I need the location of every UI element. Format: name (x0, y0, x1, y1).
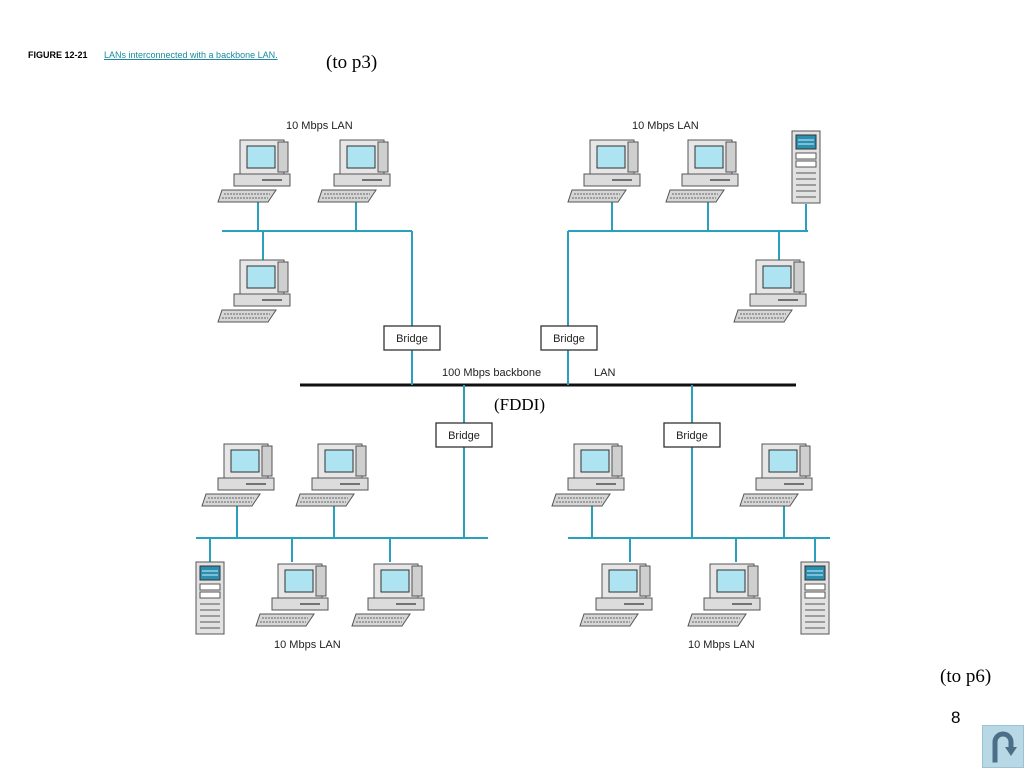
lan-label-top-right: 10 Mbps LAN (632, 120, 699, 132)
fddi-label: (FDDI) (494, 395, 545, 414)
desktop-computer-icon (567, 139, 641, 203)
desktop-computer-icon (351, 563, 425, 627)
lan-bottom-right-wiring (568, 385, 830, 562)
figure-label: FIGURE 12-21 (28, 50, 88, 60)
bridge-top-right-label: Bridge (553, 333, 585, 345)
desktop-computer-icon (295, 443, 369, 507)
lan-top-left-wiring (222, 200, 413, 385)
u-turn-return-icon (992, 731, 1017, 763)
bridge-bottom-left: Bridge (435, 422, 493, 448)
desktop-computer-icon (739, 443, 813, 507)
bridge-top-right: Bridge (540, 325, 598, 351)
bridge-bottom-right: Bridge (663, 422, 721, 448)
lan-label-bottom-right: 10 Mbps LAN (688, 639, 755, 651)
bridge-top-left-label: Bridge (396, 333, 428, 345)
bridge-top-left: Bridge (383, 325, 441, 351)
desktop-computer-icon (217, 139, 291, 203)
desktop-computer-icon (255, 563, 329, 627)
desktop-computer-icon (217, 259, 291, 323)
link-to-p6[interactable]: (to p6) (940, 666, 992, 687)
desktop-computer-icon (733, 259, 807, 323)
desktop-computer-icon (665, 139, 739, 203)
return-button[interactable] (982, 725, 1024, 768)
page-number: 8 (951, 708, 961, 727)
desktop-computer-icon (317, 139, 391, 203)
server-tower-icon (800, 561, 830, 635)
link-to-p3[interactable]: (to p3) (326, 52, 378, 73)
server-tower-icon (195, 561, 225, 635)
figure-caption-link[interactable]: LANs interconnected with a backbone LAN. (104, 50, 278, 60)
desktop-computer-icon (687, 563, 761, 627)
lan-top-right-wiring (567, 200, 808, 385)
desktop-computer-icon (579, 563, 653, 627)
server-tower-icon (791, 130, 821, 204)
desktop-computer-icon (201, 443, 275, 507)
bridge-bottom-right-label: Bridge (676, 430, 708, 442)
lan-bottom-left-wiring (196, 385, 488, 562)
bridge-bottom-left-label: Bridge (448, 430, 480, 442)
backbone-label: 100 Mbps backbone (442, 367, 541, 379)
lan-label-bottom-left: 10 Mbps LAN (274, 639, 341, 651)
desktop-computer-icon (551, 443, 625, 507)
backbone-label-lan: LAN (594, 367, 615, 379)
lan-label-top-left: 10 Mbps LAN (286, 120, 353, 132)
